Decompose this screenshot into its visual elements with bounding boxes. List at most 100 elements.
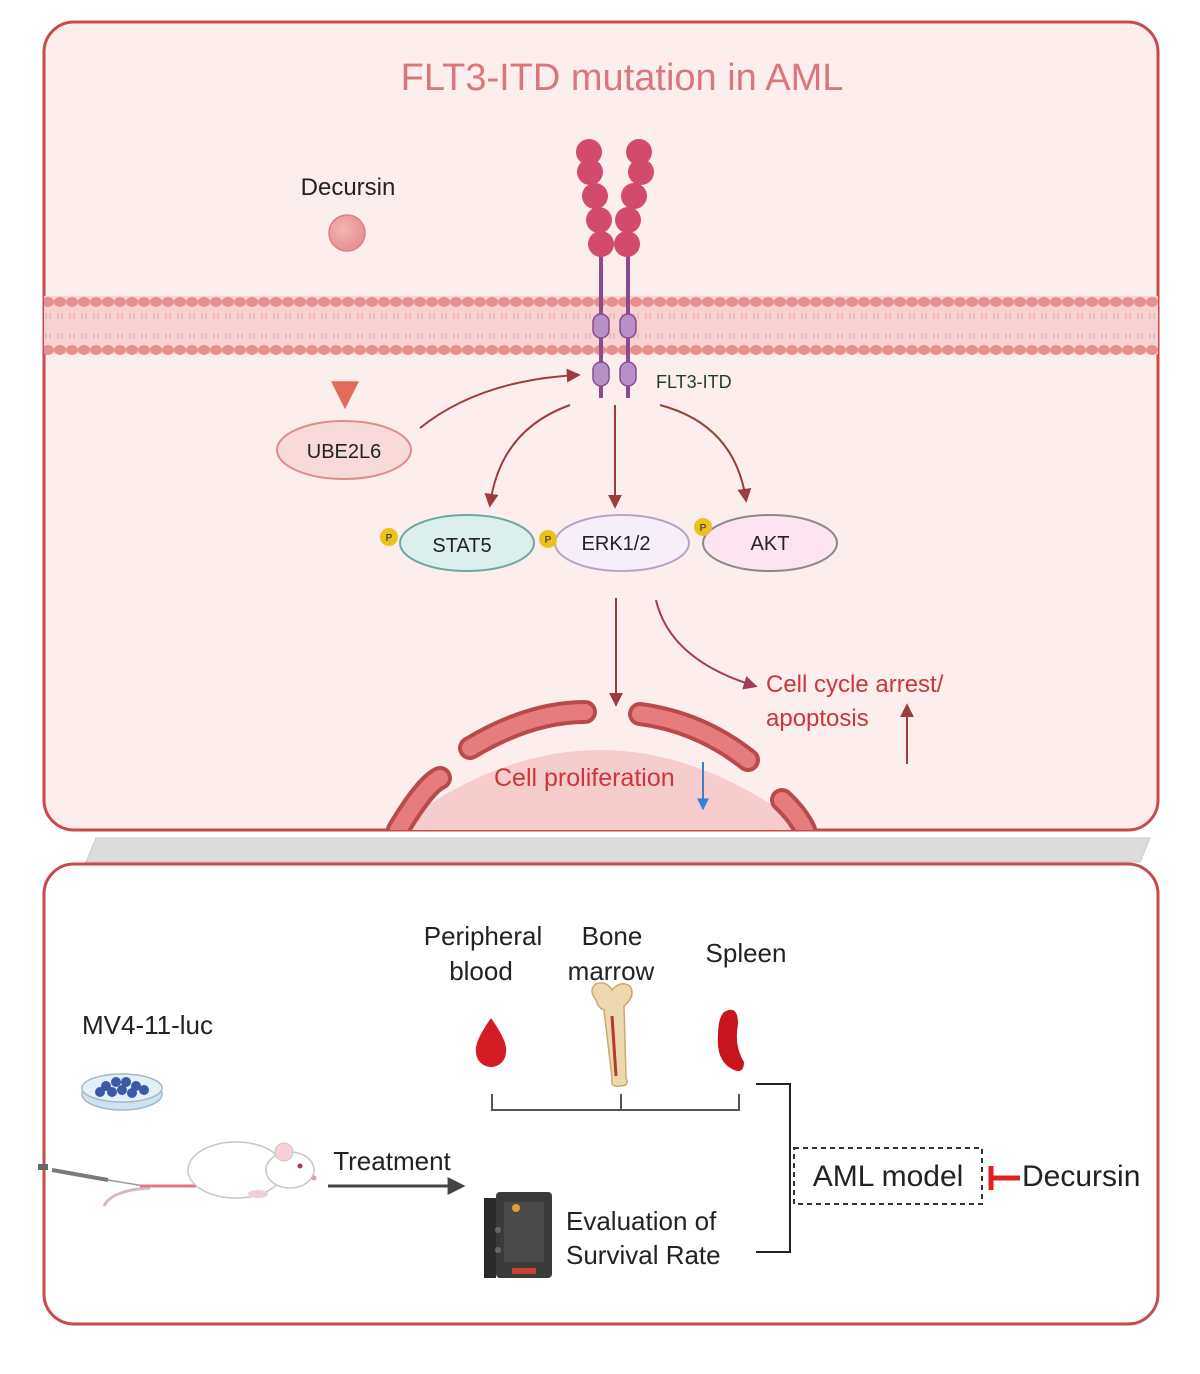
lipid-head [138,345,150,355]
lipid-tail [789,333,795,339]
lipid-tail [933,313,939,319]
lipid-tail [393,333,399,339]
lipid-tail [657,313,663,319]
lipid-head [942,297,954,307]
panel-connector [85,837,1151,863]
lipid-head [534,297,546,307]
lipid-tail [885,333,891,339]
lipid-head [690,297,702,307]
lipid-head [930,297,942,307]
lipid-tail [549,313,555,319]
lipid-tail [837,313,843,319]
lipid-head [102,297,114,307]
evaluation-line1: Evaluation of [566,1206,717,1236]
lipid-head [930,345,942,355]
lipid-tail [1029,313,1035,319]
lipid-head [522,297,534,307]
lipid-head [810,345,822,355]
lipid-tail [765,313,771,319]
mouse-icon [102,1141,317,1207]
lipid-head [1014,297,1026,307]
akt-to-apoptosis-arrow [655,599,758,690]
lipid-head [906,297,918,307]
lipid-head [654,297,666,307]
lipid-tail [681,313,687,319]
lipid-head [642,345,654,355]
akt-phospho: P [700,523,707,534]
lipid-head [894,297,906,307]
lipid-head [666,345,678,355]
tissue-spleen-line1: Spleen [706,938,787,968]
flt3-to-stat5-arrow [484,404,571,508]
tissue-bone-line1: Bone [582,921,643,951]
lipid-head [1134,345,1146,355]
lipid-head [222,297,234,307]
erk12-label: ERK1/2 [582,533,651,555]
lipid-tail [789,313,795,319]
lipid-tail [141,333,147,339]
outcome-bracket [756,1083,791,1253]
lipid-tail [813,333,819,339]
lipid-tail [645,333,651,339]
lipid-tail [441,313,447,319]
lipid-head [510,345,522,355]
lipid-tail [1077,313,1083,319]
lipid-head [270,297,282,307]
lipid-tail [741,333,747,339]
lipid-tail [849,313,855,319]
lipid-head [954,297,966,307]
lipid-head [678,297,690,307]
imaging-device-icon [484,1192,552,1278]
lipid-head [834,297,846,307]
lipid-head [258,345,270,355]
lipid-tail [513,333,519,339]
lipid-head [306,297,318,307]
lipid-head [546,345,558,355]
lipid-tail [993,333,999,339]
lipid-tail [1113,333,1119,339]
lipid-head [1074,297,1086,307]
lipid-tail [1065,313,1071,319]
lipid-head [114,345,126,355]
lipid-tail [549,333,555,339]
lipid-tail [273,333,279,339]
lipid-head [678,345,690,355]
lipid-head [66,345,78,355]
lipid-head [138,297,150,307]
lipid-tail [981,313,987,319]
lipid-head [234,297,246,307]
protein-akt: AKT P [694,514,838,572]
lipid-tail [1041,313,1047,319]
cell-cycle-label-line2: apoptosis [766,705,869,732]
lipid-head [366,345,378,355]
lipid-tail [333,313,339,319]
lipid-head [462,345,474,355]
lipid-tail [777,333,783,339]
lipid-head [78,345,90,355]
lipid-head [858,345,870,355]
lipid-tail [309,313,315,319]
lipid-head [846,297,858,307]
lipid-tail [957,313,963,319]
lipid-tail [1065,333,1071,339]
lipid-tail [801,313,807,319]
lipid-tail [525,333,531,339]
flt3-to-akt-arrow [659,404,752,503]
lipid-tail [753,333,759,339]
lipid-tail [45,313,51,319]
lipid-head [1134,297,1146,307]
lipid-head [798,345,810,355]
lipid-tail [69,313,75,319]
lipid-tail [609,313,615,319]
lipid-tail [585,313,591,319]
lipid-head [906,345,918,355]
lipid-tail [249,333,255,339]
lipid-tail [501,333,507,339]
tissue-bone-line2: marrow [568,956,655,986]
lipid-head [1110,345,1122,355]
lipid-tail [1125,333,1131,339]
lipid-tail [1125,313,1131,319]
lipid-head [126,345,138,355]
lipid-head [570,345,582,355]
lipid-head [210,345,222,355]
